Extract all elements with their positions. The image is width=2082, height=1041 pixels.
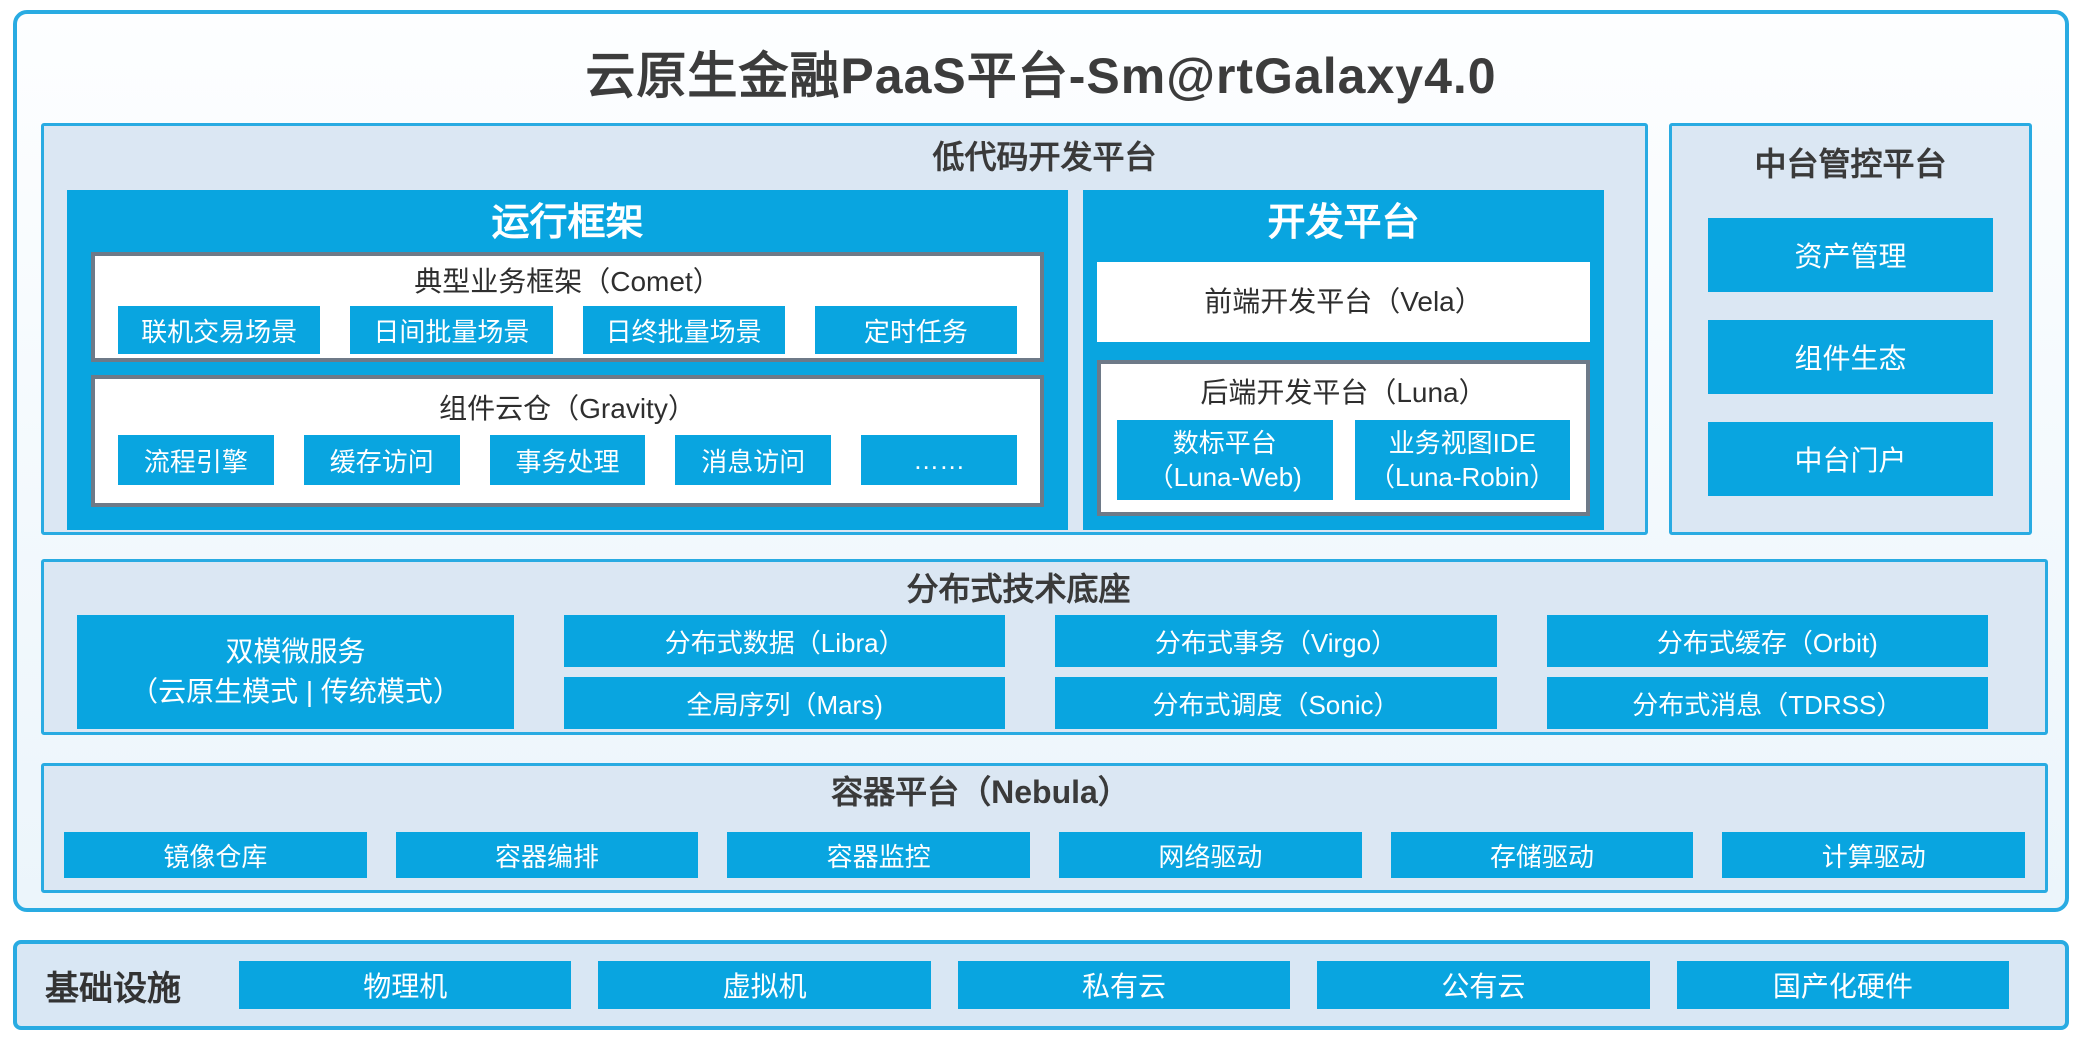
container-item-storage-driver: 存储驱动 <box>1390 832 1694 878</box>
luna-item-web-platform: 数标平台 （Luna-Web) <box>1117 420 1333 500</box>
gravity-item-ellipsis: …… <box>861 435 1017 485</box>
dist-item-sonic-scheduling: 分布式调度（Sonic） <box>1055 677 1497 729</box>
luna-button-row: 数标平台 （Luna-Web) 业务视图IDE （Luna-Robin） <box>1101 420 1586 500</box>
infra-item-virtual-machine: 虚拟机 <box>598 961 931 1009</box>
distributed-column-3: 分布式缓存（Orbit) 分布式消息（TDRSS） <box>1546 615 1988 729</box>
luna-item-robin-ide: 业务视图IDE （Luna-Robin） <box>1354 420 1570 500</box>
gravity-button-row: 流程引擎 缓存访问 事务处理 消息访问 …… <box>95 435 1040 485</box>
box-vela-frontend-platform: 前端开发平台（Vela） <box>1097 262 1590 342</box>
low-code-platform-label: 低代码开发平台 <box>932 139 1157 175</box>
panel-dev-platform: 开发平台 前端开发平台（Vela） 后端开发平台（Luna） 数标平台 （Lun… <box>1083 190 1604 530</box>
container-item-compute-driver: 计算驱动 <box>1722 832 2026 878</box>
luna-web-line1: 数标平台 <box>1172 428 1277 458</box>
container-item-orchestration: 容器编排 <box>395 832 699 878</box>
gravity-item-process-engine: 流程引擎 <box>118 435 274 485</box>
dist-item-mars-sequence: 全局序列（Mars) <box>564 677 1006 729</box>
box-gravity-component-warehouse: 组件云仓（Gravity） 流程引擎 缓存访问 事务处理 消息访问 …… <box>91 375 1044 507</box>
runtime-framework-title: 运行框架 <box>491 202 644 244</box>
mid-item-component-ecosystem: 组件生态 <box>1708 320 1993 394</box>
mid-item-portal: 中台门户 <box>1708 422 1993 496</box>
infra-item-physical-machine: 物理机 <box>239 961 572 1009</box>
distributed-column-2: 分布式事务（Virgo） 分布式调度（Sonic） <box>1055 615 1497 729</box>
gravity-item-transaction-processing: 事务处理 <box>489 435 646 485</box>
panel-low-code-dev-platform: 低代码开发平台 运行框架 典型业务框架（Comet） 联机交易场景 日间批量场景… <box>41 123 1648 535</box>
dist-item-virgo-transaction: 分布式事务（Virgo） <box>1055 615 1497 667</box>
vela-title: 前端开发平台（Vela） <box>1204 286 1483 317</box>
comet-title: 典型业务框架（Comet） <box>414 266 721 297</box>
container-button-row: 镜像仓库 容器编排 容器监控 网络驱动 存储驱动 计算驱动 <box>44 832 2045 878</box>
panel-container-platform: 容器平台（Nebula） 镜像仓库 容器编排 容器监控 网络驱动 存储驱动 计算… <box>41 763 2048 893</box>
container-item-monitoring: 容器监控 <box>727 832 1031 878</box>
container-item-image-registry: 镜像仓库 <box>64 832 367 878</box>
container-platform-label: 容器平台（Nebula） <box>831 774 1130 810</box>
panel-distributed-tech-base: 分布式技术底座 双模微服务 （云原生模式 | 传统模式） 分布式数据（Libra… <box>41 559 2048 735</box>
panel-mid-platform-control: 中台管控平台 资产管理 组件生态 中台门户 <box>1669 123 2032 535</box>
comet-item-online-trading: 联机交易场景 <box>118 306 321 354</box>
comet-button-row: 联机交易场景 日间批量场景 日终批量场景 定时任务 <box>95 306 1040 354</box>
infra-item-public-cloud: 公有云 <box>1317 961 1650 1009</box>
panel-runtime-framework: 运行框架 典型业务框架（Comet） 联机交易场景 日间批量场景 日终批量场景 … <box>67 190 1068 530</box>
dual-mode-line1: 双模微服务 <box>225 636 366 667</box>
page-title: 云原生金融PaaS平台-Sm@rtGalaxy4.0 <box>585 48 1497 104</box>
box-comet-business-framework: 典型业务框架（Comet） 联机交易场景 日间批量场景 日终批量场景 定时任务 <box>91 252 1044 362</box>
luna-robin-line1: 业务视图IDE <box>1388 428 1536 458</box>
dist-item-orbit-cache: 分布式缓存（Orbit) <box>1546 615 1988 667</box>
infrastructure-label: 基础设施 <box>45 969 181 1008</box>
infra-item-private-cloud: 私有云 <box>957 961 1291 1009</box>
gravity-item-message-access: 消息访问 <box>675 435 832 485</box>
dev-platform-title: 开发平台 <box>1267 202 1420 244</box>
gravity-item-cache-access: 缓存访问 <box>303 435 460 485</box>
panel-infrastructure: 基础设施 物理机 虚拟机 私有云 公有云 国产化硬件 <box>13 940 2069 1030</box>
infrastructure-button-row: 物理机 虚拟机 私有云 公有云 国产化硬件 <box>239 961 2010 1009</box>
platform-container: 云原生金融PaaS平台-Sm@rtGalaxy4.0 低代码开发平台 运行框架 … <box>13 10 2069 912</box>
distributed-base-label: 分布式技术底座 <box>906 571 1131 607</box>
container-item-network-driver: 网络驱动 <box>1059 832 1362 878</box>
comet-item-scheduled-task: 定时任务 <box>814 306 1017 354</box>
mid-platform-label: 中台管控平台 <box>1754 146 1947 182</box>
box-luna-backend-platform: 后端开发平台（Luna） 数标平台 （Luna-Web) 业务视图IDE （Lu… <box>1097 360 1590 516</box>
luna-title: 后端开发平台（Luna） <box>1200 377 1487 408</box>
dist-item-tdrss-message: 分布式消息（TDRSS） <box>1546 677 1988 729</box>
comet-item-daytime-batch: 日间批量场景 <box>350 306 553 354</box>
comet-item-endofday-batch: 日终批量场景 <box>582 306 785 354</box>
distributed-column-1: 分布式数据（Libra） 全局序列（Mars) <box>564 615 1006 729</box>
infra-item-domestic-hardware: 国产化硬件 <box>1676 961 2010 1009</box>
mid-item-asset-management: 资产管理 <box>1708 218 1993 292</box>
luna-web-line2: （Luna-Web) <box>1147 462 1302 492</box>
dual-mode-line2: （云原生模式 | 传统模式） <box>130 676 461 707</box>
gravity-title: 组件云仓（Gravity） <box>439 393 696 424</box>
distributed-content-row: 双模微服务 （云原生模式 | 传统模式） 分布式数据（Libra） 全局序列（M… <box>77 615 1988 729</box>
luna-robin-line2: （Luna-Robin） <box>1369 462 1556 492</box>
dual-mode-microservice-box: 双模微服务 （云原生模式 | 传统模式） <box>77 615 514 729</box>
dist-item-libra-data: 分布式数据（Libra） <box>564 615 1006 667</box>
